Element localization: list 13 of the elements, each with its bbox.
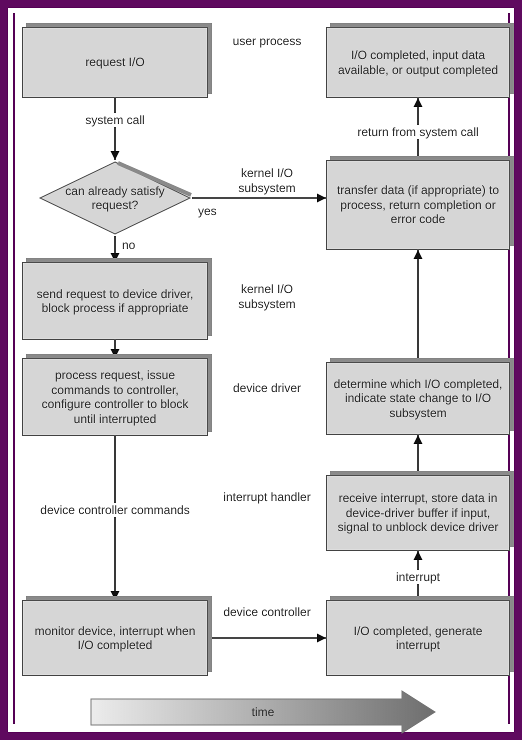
edge-label: system call [83, 113, 147, 127]
arrow [192, 194, 326, 202]
layer-label: device controller [222, 605, 312, 620]
layer-label: device driver [232, 381, 302, 396]
layer-label: interrupt handler [222, 490, 312, 504]
decision-diamond: can already satisfy request? [38, 160, 192, 236]
layer-label: kernel I/O subsystem [237, 282, 297, 311]
layer-label: user process [232, 34, 302, 48]
edge-label: interrupt [394, 570, 442, 584]
edge-label: device controller commands [38, 503, 192, 517]
layer-label: kernel I/O subsystem [237, 166, 297, 195]
edge-label: return from system call [355, 125, 481, 139]
time-arrow: time [90, 690, 436, 734]
